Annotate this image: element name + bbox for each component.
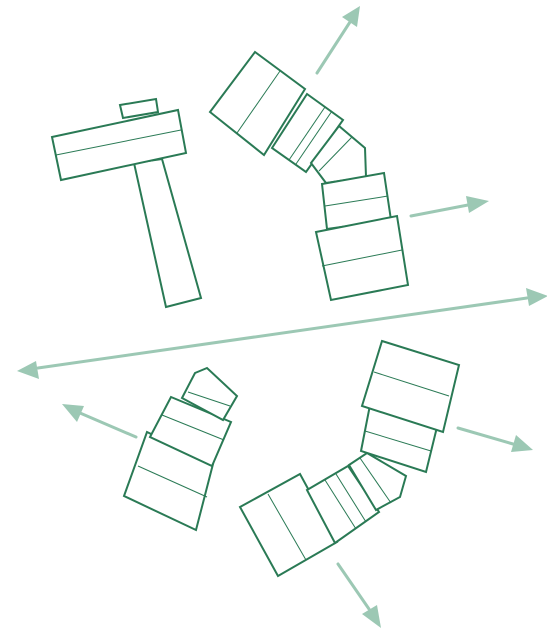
hammer-head	[50, 108, 188, 182]
br-block-3	[347, 451, 408, 512]
curved-stack-bottom-right	[238, 339, 461, 578]
hammer-top-nub	[118, 97, 160, 120]
top-block-3	[309, 124, 368, 185]
br-block-2	[305, 464, 381, 545]
curved-stack-top-right	[208, 50, 410, 302]
bl-block-3	[180, 366, 239, 422]
hammer-shape	[50, 97, 203, 309]
br-block-5	[360, 339, 461, 434]
arrow-top-up-right	[315, 6, 360, 75]
arrow-right-lower	[456, 426, 533, 452]
arrow-right-upper	[409, 196, 489, 218]
arrow-bottom-down	[336, 562, 381, 628]
hammer-handle	[132, 157, 203, 309]
arrow-left-lower	[62, 404, 138, 439]
arrow-long-diagonal	[17, 288, 547, 379]
short-stack-bottom-left	[122, 366, 239, 532]
